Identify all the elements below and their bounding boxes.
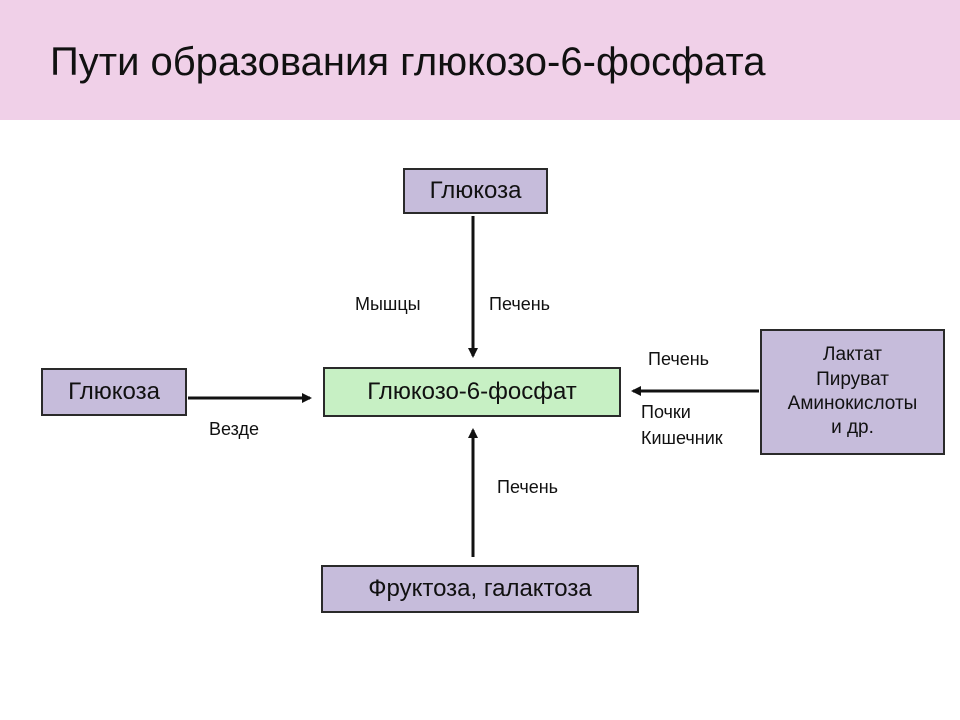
label-liver-bottom: Печень (497, 477, 559, 497)
node-glucose-top: Глюкоза (403, 168, 548, 214)
label-liver-top: Печень (489, 294, 551, 314)
precursor-line: и др. (831, 417, 874, 439)
title-bar (0, 0, 960, 120)
label-kidneys: Почки (641, 402, 691, 422)
node-glucose-left: Глюкоза (41, 368, 187, 416)
node-fructose-galactose: Фруктоза, галактоза (321, 565, 639, 613)
label-liver-right: Печень (648, 349, 710, 369)
node-glucose-6-phosphate: Глюкозо-6-фосфат (323, 367, 621, 417)
label-muscles: Мышцы (355, 294, 421, 314)
label-intestine: Кишечник (641, 428, 723, 448)
node-precursors: Лактат Пируват Аминокислоты и др. (760, 329, 945, 455)
slide-title: Пути образования глюкозо-6-фосфата (50, 40, 766, 84)
precursor-line: Лактат (823, 344, 882, 366)
label-everywhere: Везде (209, 419, 259, 439)
precursor-line: Пируват (816, 368, 889, 390)
precursor-line: Аминокислоты (787, 393, 918, 414)
